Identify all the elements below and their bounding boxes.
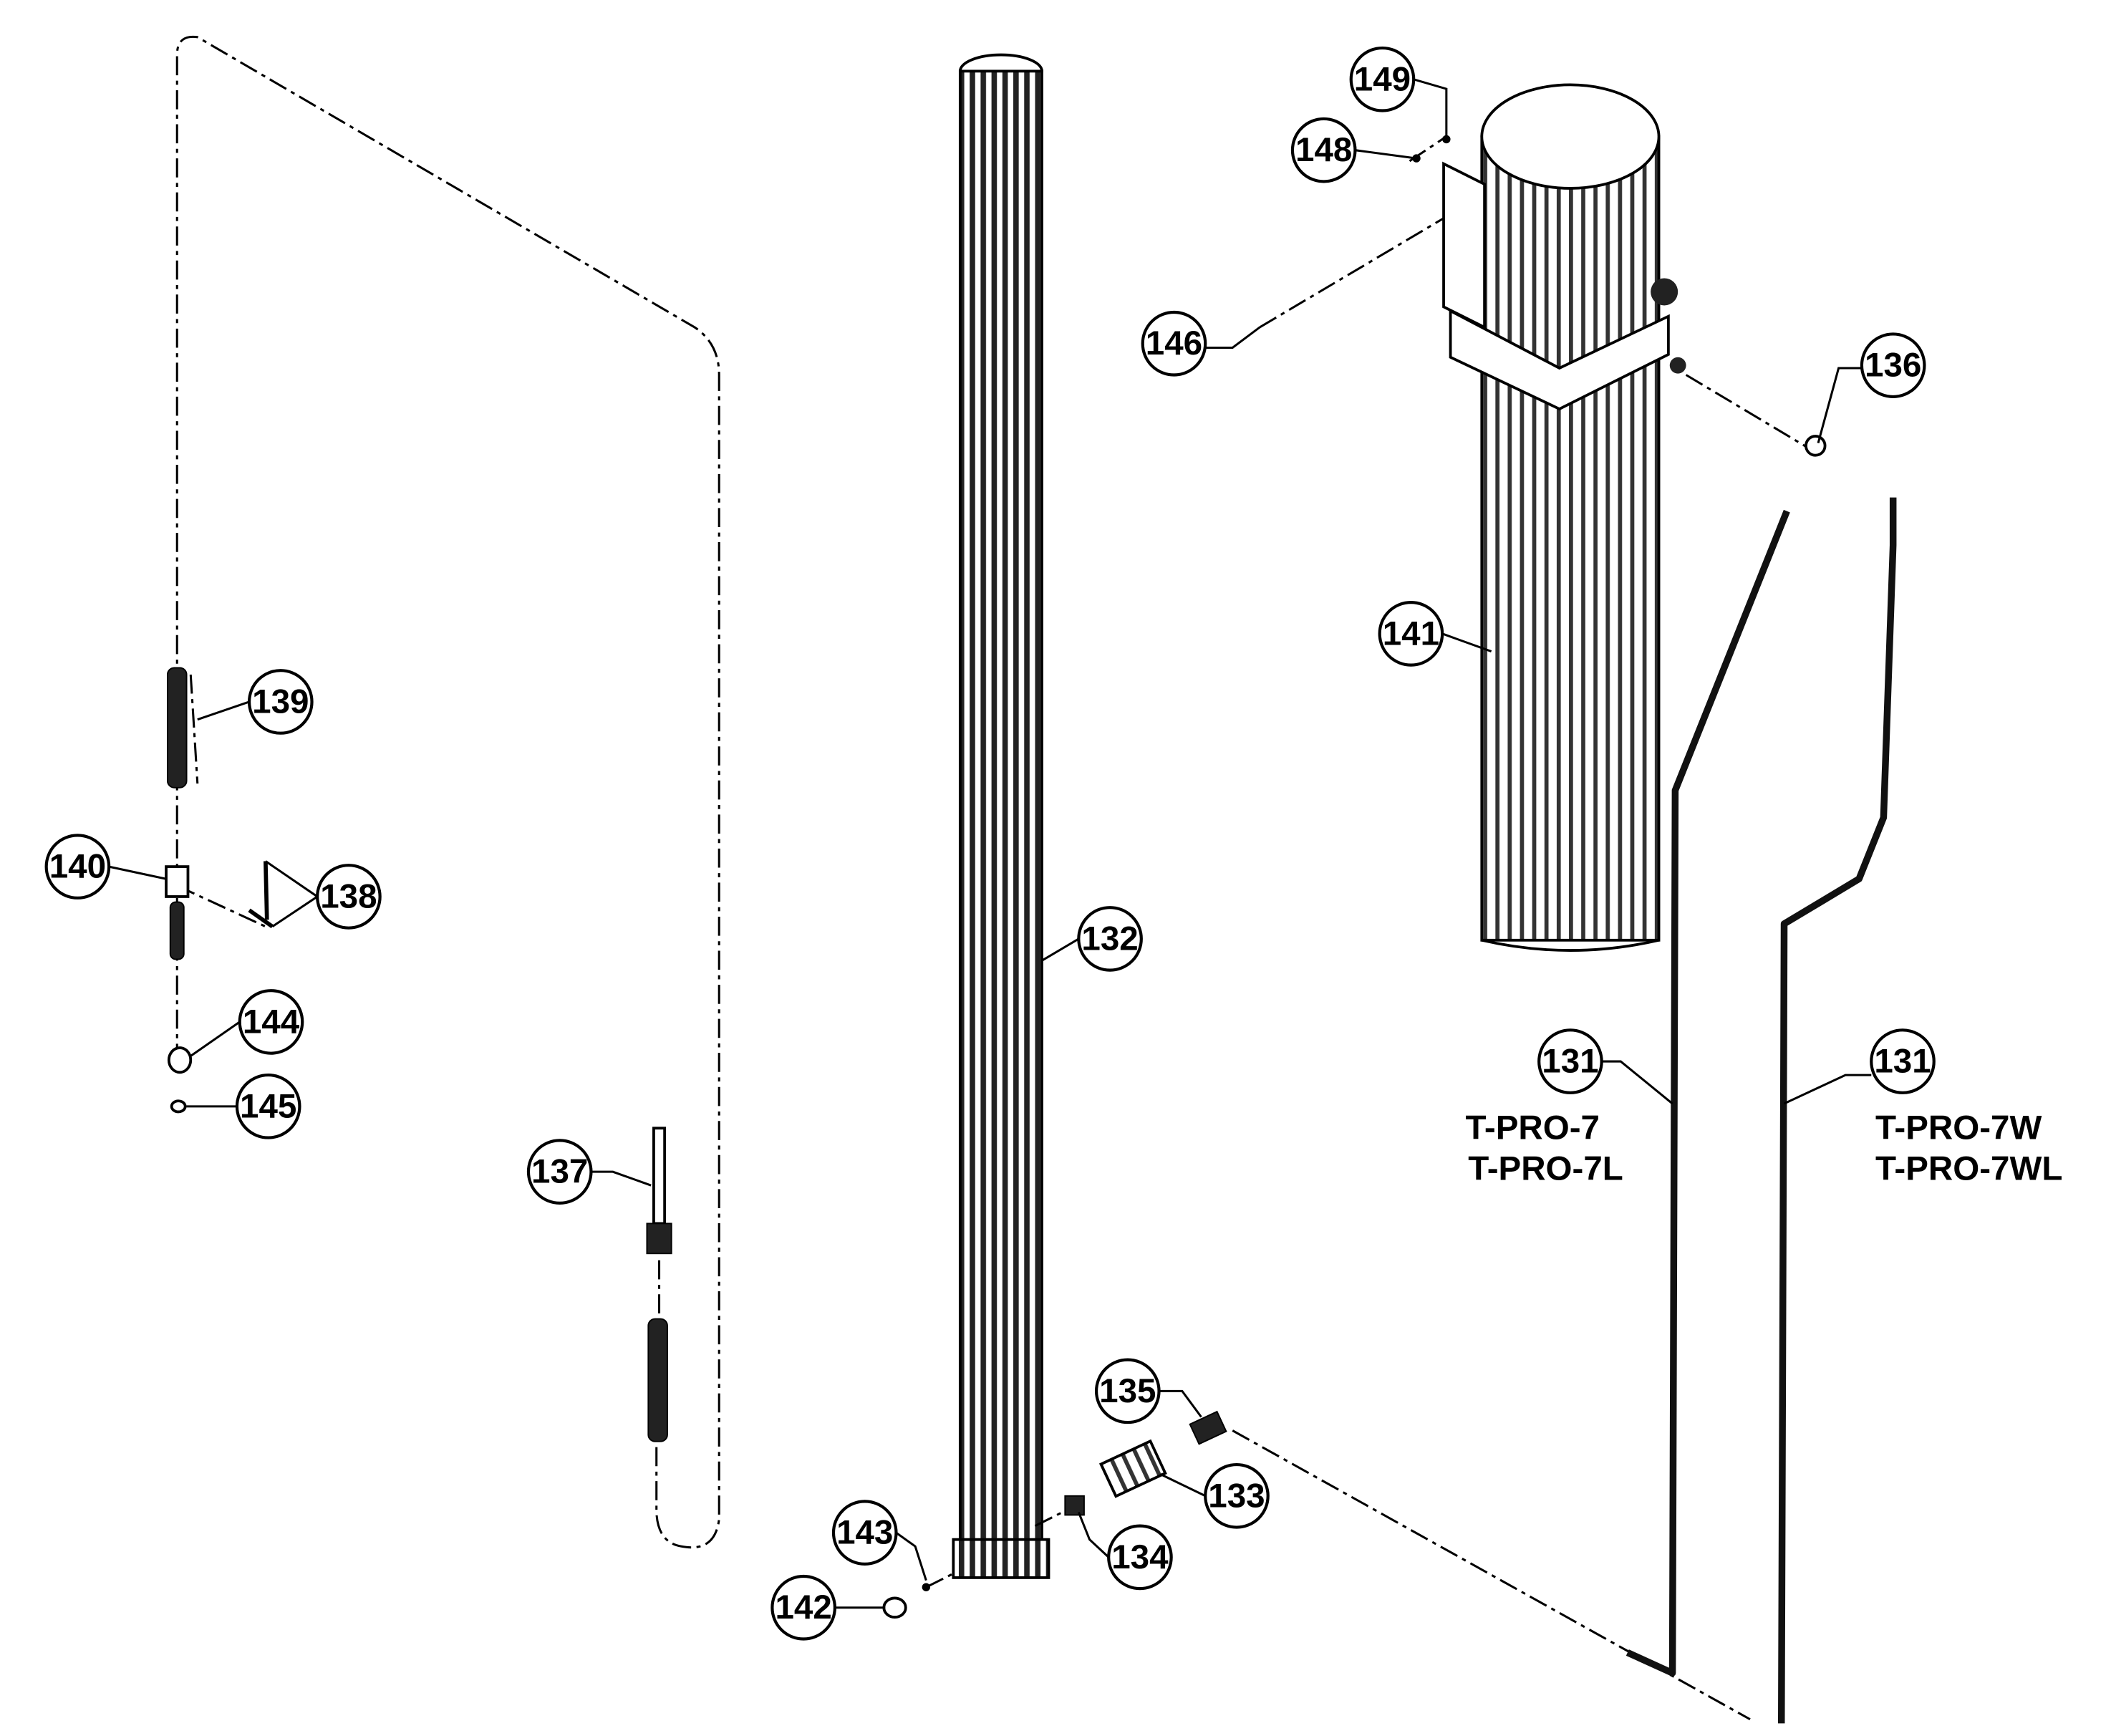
part-138	[248, 861, 274, 929]
part-140	[165, 865, 190, 960]
part-131-tube-t-pro-7w	[1777, 497, 1897, 1724]
model-label-t-pro-7wl: T-PRO-7WL	[1875, 1150, 2062, 1188]
model-label-t-pro-7l: T-PRO-7L	[1468, 1150, 1623, 1188]
callout-146: 146	[1141, 310, 1207, 377]
model-label-t-pro-7w: T-PRO-7W	[1875, 1109, 2042, 1147]
svg-text:132: 132	[1081, 920, 1138, 958]
callout-141: 141	[1378, 601, 1444, 667]
svg-text:141: 141	[1383, 614, 1439, 652]
callout-134: 134	[1107, 1524, 1173, 1591]
part-141-column	[1480, 83, 1661, 952]
part-137	[646, 1127, 672, 1442]
svg-text:138: 138	[320, 877, 377, 915]
callout-133: 133	[1204, 1462, 1270, 1529]
callout-148: 148	[1290, 117, 1357, 183]
svg-text:146: 146	[1146, 324, 1202, 362]
part-145	[170, 1099, 187, 1114]
part-146-bracket	[1259, 135, 1827, 457]
callout-140: 140	[44, 834, 111, 900]
svg-text:131: 131	[1874, 1043, 1931, 1081]
svg-text:149: 149	[1354, 60, 1411, 98]
svg-text:140: 140	[49, 848, 106, 886]
model-label-t-pro-7: T-PRO-7	[1465, 1109, 1600, 1147]
callout-135: 135	[1094, 1358, 1161, 1424]
svg-text:137: 137	[531, 1153, 588, 1191]
svg-text:145: 145	[240, 1087, 296, 1125]
part-144	[167, 1046, 193, 1074]
callout-132: 132	[1077, 906, 1143, 972]
callout-149: 149	[1349, 46, 1416, 112]
svg-text:133: 133	[1208, 1477, 1265, 1515]
svg-text:131: 131	[1542, 1043, 1598, 1081]
callout-143: 143	[831, 1500, 898, 1566]
svg-text:142: 142	[775, 1588, 831, 1626]
part-139	[166, 667, 199, 789]
callout-144: 144	[238, 989, 304, 1055]
leader-lines	[108, 78, 1872, 1609]
svg-text:134: 134	[1111, 1538, 1169, 1576]
part-131-tube-t-pro-7	[1625, 509, 1790, 1677]
part-132-column	[952, 53, 1050, 1579]
callout-137: 137	[526, 1139, 593, 1205]
svg-text:144: 144	[243, 1003, 300, 1041]
callout-139: 139	[247, 669, 314, 735]
dashed-cable-frame	[175, 35, 720, 1549]
svg-text:136: 136	[1865, 347, 1921, 385]
callout-142: 142	[771, 1574, 836, 1641]
svg-text:139: 139	[252, 683, 309, 720]
svg-text:148: 148	[1295, 131, 1352, 169]
svg-text:135: 135	[1099, 1372, 1156, 1410]
callout-145: 145	[235, 1074, 301, 1139]
svg-text:143: 143	[836, 1514, 893, 1552]
callout-131-left: 131	[1537, 1028, 1603, 1094]
callout-136: 136	[1860, 332, 1926, 399]
callout-138: 138	[316, 864, 382, 930]
callout-131-right: 131	[1870, 1028, 1936, 1094]
